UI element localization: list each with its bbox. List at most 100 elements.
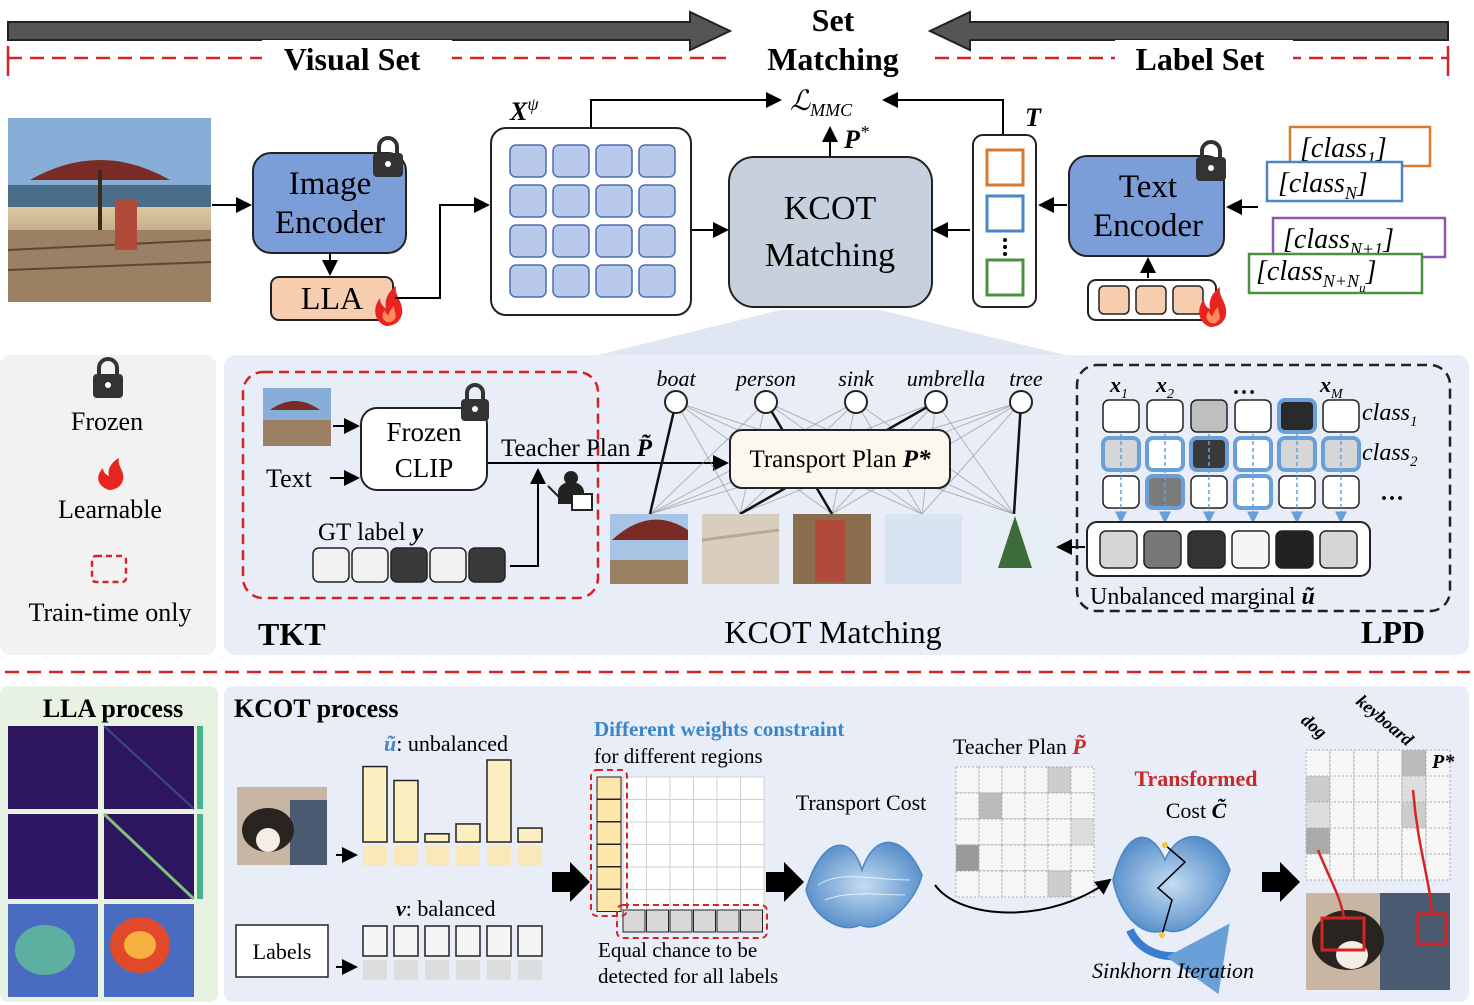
marginal-cell xyxy=(1143,530,1182,569)
feature-cell xyxy=(595,144,633,178)
svg-text:class1: class1 xyxy=(1362,400,1418,430)
lock-icon xyxy=(461,383,489,421)
gt-label-vector xyxy=(312,547,506,583)
u-bar xyxy=(362,765,388,843)
lla-process-title: LLA process xyxy=(43,694,183,723)
v-bar xyxy=(362,925,388,957)
feature-cell xyxy=(552,144,590,178)
p-star-cell xyxy=(1353,853,1379,881)
cost-cell xyxy=(716,889,741,913)
u-bar-shadow xyxy=(456,846,480,866)
v-bar-shadow xyxy=(394,960,418,980)
balanced-cell xyxy=(669,909,693,933)
v-bar xyxy=(424,925,450,957)
teacher-cell xyxy=(978,818,1003,846)
svg-text:…: … xyxy=(1232,374,1256,400)
loss-mmc: ℒMMC xyxy=(790,86,853,120)
marginal-cell xyxy=(1187,530,1226,569)
attention-maps xyxy=(8,725,203,997)
feature-cells xyxy=(509,144,676,298)
cost-cell xyxy=(646,889,671,913)
marginal-cell xyxy=(1231,530,1270,569)
lpd-cell xyxy=(1102,399,1140,433)
u-bar-shadow xyxy=(425,846,449,866)
teacher-icon xyxy=(547,471,593,511)
p-star-cell xyxy=(1425,801,1451,829)
kcot-matching-module: KCOT Matching xyxy=(728,156,933,308)
svg-text:Frozen: Frozen xyxy=(387,417,462,447)
unbalanced-marginal-label: Unbalanced marginal ũ xyxy=(1090,584,1315,610)
t-label: T xyxy=(1025,103,1042,132)
weight-cell xyxy=(596,821,622,845)
u-bar-shadow xyxy=(518,846,542,866)
p-star-cell xyxy=(1377,775,1403,803)
transport-plan-box: Transport Plan P* xyxy=(729,429,951,489)
v-bar-shadow xyxy=(363,960,387,980)
cost-cell xyxy=(740,776,765,800)
cost-cell xyxy=(693,799,718,823)
cost-cell xyxy=(646,866,671,890)
cost-cell xyxy=(646,776,671,800)
p-star-cell xyxy=(1305,749,1331,777)
u-bar xyxy=(517,827,543,843)
p-star-cell xyxy=(1353,775,1379,803)
svg-text:xM: xM xyxy=(1319,372,1344,402)
teacher-cell xyxy=(955,818,980,846)
legend-learnable: Learnable xyxy=(58,495,162,524)
u-bar xyxy=(393,779,419,843)
u-bar xyxy=(486,759,512,843)
cost-cell xyxy=(716,844,741,868)
feature-cell xyxy=(638,264,676,298)
p-star-cell xyxy=(1377,801,1403,829)
p-star-cell xyxy=(1329,749,1355,777)
node-tree: tree xyxy=(1009,366,1043,391)
cost-cell xyxy=(693,821,718,845)
equal-chance-line1: Equal chance to be xyxy=(598,938,757,962)
lla-module: LLA xyxy=(270,276,394,321)
p-star-corner-label: P* xyxy=(1431,751,1455,773)
teacher-cell xyxy=(1070,844,1095,872)
lock-icon xyxy=(373,136,403,177)
transport-cost-label: Transport Cost xyxy=(796,790,927,815)
teacher-plan-bottom-label: Teacher Plan P̃ xyxy=(953,734,1086,759)
lpd-cell xyxy=(1322,399,1360,433)
legend-train-time-only: Train-time only xyxy=(29,598,192,627)
teacher-cell xyxy=(1047,818,1072,846)
cost-cell xyxy=(740,844,765,868)
teacher-plan-label: Teacher Plan P̃ xyxy=(501,433,653,462)
weight-cell xyxy=(596,844,622,867)
row-highlight-box xyxy=(616,904,768,939)
teacher-cell xyxy=(1001,818,1026,846)
graph-edge xyxy=(935,401,1015,515)
graph-edge xyxy=(921,401,1022,515)
feature-cell xyxy=(552,224,590,258)
teacher-cell xyxy=(1070,818,1095,846)
set-matching-line1: Set xyxy=(812,2,855,38)
cost-cell xyxy=(646,844,671,868)
tkt-title: TKT xyxy=(258,616,326,652)
teacher-cell xyxy=(978,766,1003,794)
svg-text:Labels: Labels xyxy=(253,939,312,964)
lpd-cell xyxy=(1277,398,1317,434)
p-star-matrix xyxy=(1305,749,1451,881)
lpd-cell xyxy=(1190,399,1228,433)
node-boat: boat xyxy=(656,366,696,391)
p-star-cell xyxy=(1305,775,1331,803)
cost-cell xyxy=(646,821,671,845)
text-embedding-column xyxy=(972,134,1037,308)
curved-arrow xyxy=(934,878,1112,914)
lpd-title: LPD xyxy=(1361,614,1425,650)
feature-cell xyxy=(595,224,633,258)
v-bar-chart xyxy=(362,925,543,980)
dog-photo xyxy=(237,787,327,865)
lpd-row-labels: class1 class2 … xyxy=(1362,400,1418,506)
teacher-cell xyxy=(1047,766,1072,794)
teacher-cell xyxy=(1070,792,1095,820)
prompt-tokens xyxy=(1087,279,1217,321)
p-star-cell xyxy=(1377,749,1403,777)
x-psi-label: Xψ xyxy=(509,94,539,126)
sinkhorn-arrow-icon xyxy=(1126,923,1230,995)
p-star-label: P* xyxy=(843,122,869,154)
cost-cell xyxy=(716,866,741,890)
